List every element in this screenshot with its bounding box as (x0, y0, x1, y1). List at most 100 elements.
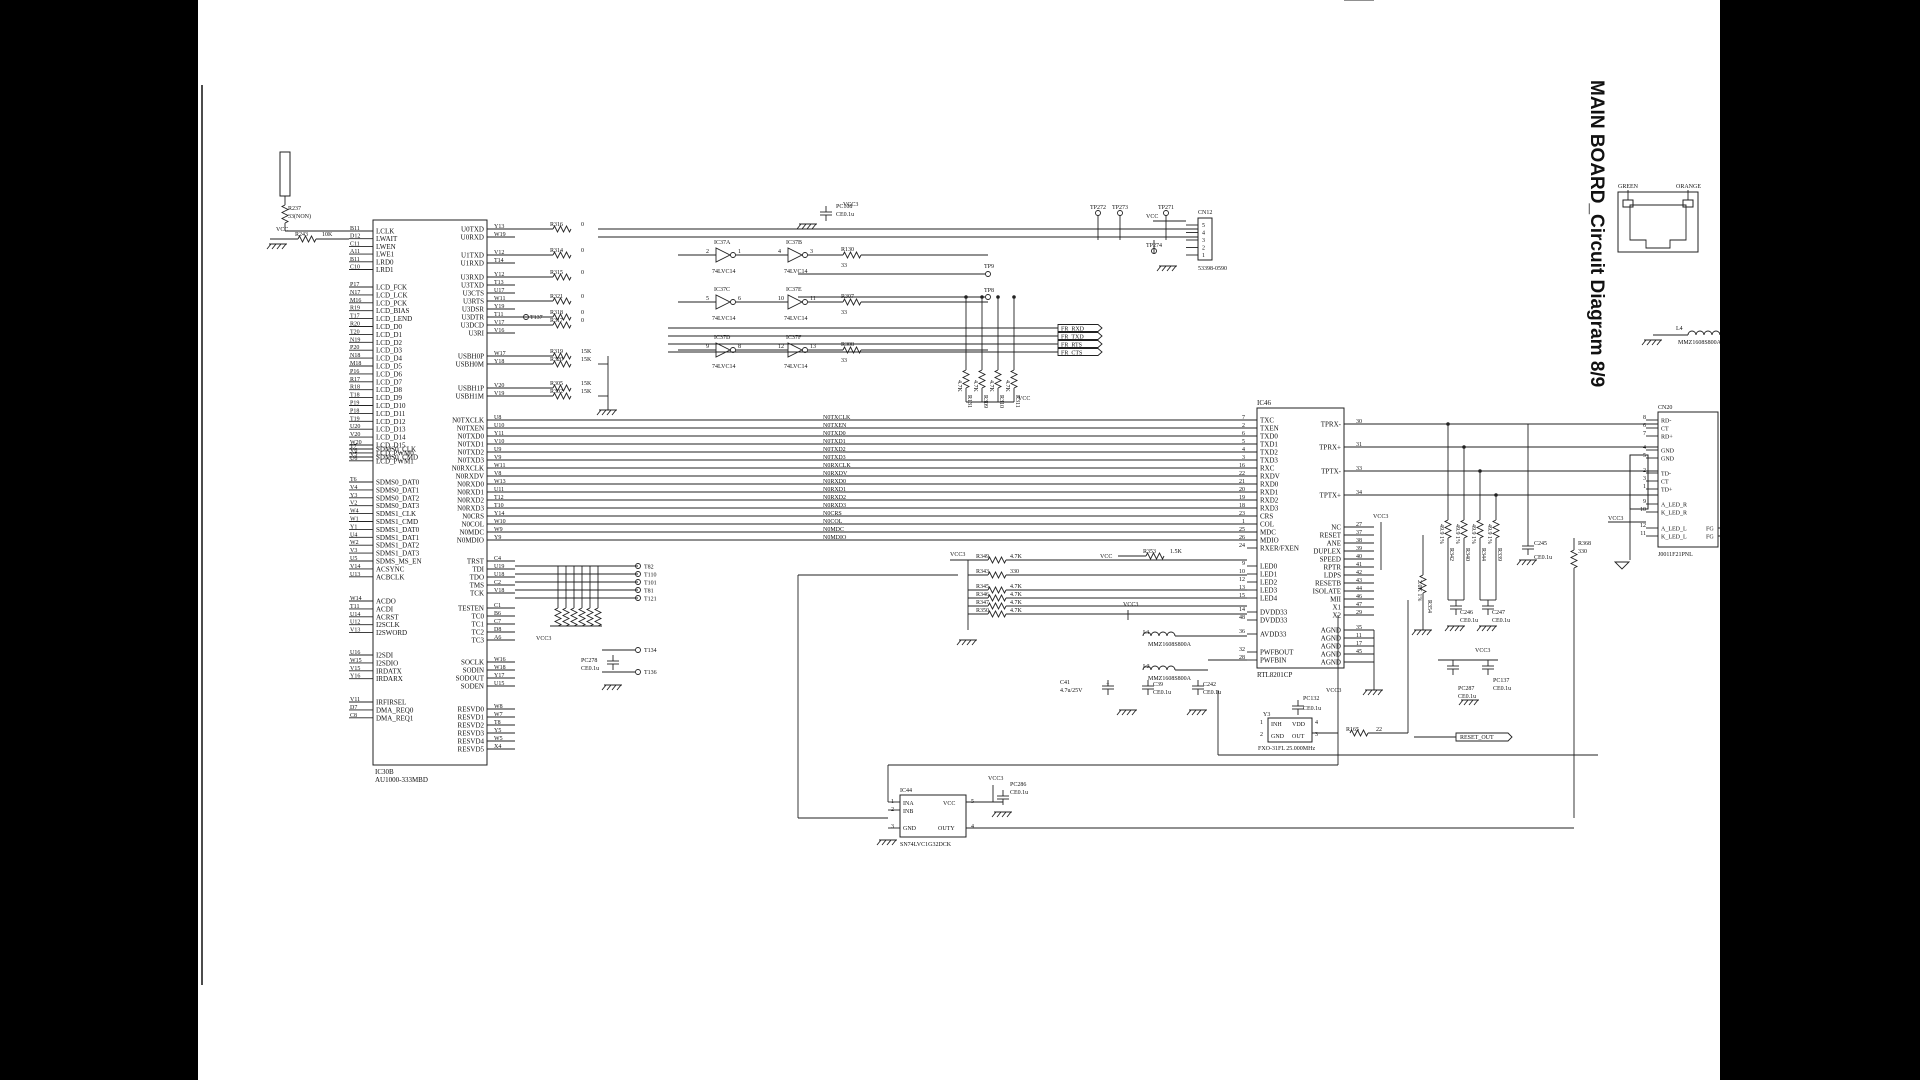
t136-testpoint (635, 669, 641, 675)
serial-resistor (552, 272, 572, 282)
series-33-ref: R308 (841, 342, 854, 348)
t136-label: T136 (644, 670, 657, 676)
jtag-pullup (553, 607, 563, 627)
buffer-ic37d (715, 342, 732, 358)
ic30b-left-ball: U16 (350, 650, 360, 656)
ground-symbol (1156, 265, 1177, 272)
ic30b-left-pin-label: SDMS0_CLK (376, 446, 416, 454)
led-res-val: 4.7K (1010, 600, 1023, 606)
ic30b-left-pin-label: LCD_D14 (376, 434, 406, 442)
ic30b-left-pin-label: DMA_REQ0 (376, 706, 414, 714)
ic30b-right-ball: U9 (494, 447, 501, 453)
buffer-in-pin: 9 (706, 344, 709, 350)
jtag-testpoint (635, 579, 641, 585)
ic30b-right-ball: Y11 (494, 431, 504, 437)
rtl-left-num: 10 (1239, 569, 1245, 575)
term-val: 49.9 1% (1438, 524, 1444, 544)
buffer-in-pin: 2 (706, 249, 709, 255)
ic30b-left-pin-label: IRFIRSEL (376, 699, 406, 707)
rtl-left-pin-label: RXC (1260, 465, 1275, 473)
ic30b-left-pin-label: LWE1 (376, 251, 395, 259)
fr-net-label: FR_RTS (1061, 343, 1082, 349)
fr-net-flag (1057, 340, 1103, 348)
rtl-right-pin-label: SPEED (1320, 556, 1341, 564)
ground-symbol (796, 223, 817, 230)
ic30b-left-pin-label: I2SDI (376, 652, 394, 660)
ic30b-left-ball: N18 (350, 353, 360, 359)
cn20-pin-num: 5 (1643, 453, 1646, 459)
t134-testpoint (635, 647, 641, 653)
buffer-in-pin: 4 (778, 249, 781, 255)
ic30b-right-pin-label: TRST (467, 558, 485, 566)
rtl-left-num: 26 (1239, 535, 1245, 541)
ic30b-left-pin-label: LWAIT (376, 235, 398, 243)
serial-res-ref: R319 (550, 349, 563, 355)
ic30b-right-ball: Y19 (494, 304, 504, 310)
ic30b-right-ball: V8 (494, 471, 501, 477)
ic30b-left-pin-label: DMA_REQ1 (376, 714, 414, 722)
serial-res-val: 0 (581, 270, 584, 276)
ic30b-right-pin-label: N0TXD1 (458, 441, 485, 449)
pullup-resistor (977, 369, 987, 389)
ic30b-right-pin-label: N0TXD0 (458, 433, 485, 441)
led-resistor (987, 555, 1007, 565)
cn20-part: J0011F21PNL (1658, 552, 1693, 558)
rtl-left-num: 7 (1242, 415, 1245, 421)
rtl-right-pin-label: TPRX+ (1319, 444, 1341, 452)
ic30b-left-ball: D7 (350, 705, 357, 711)
rtl-left-num: 12 (1239, 577, 1245, 583)
term-val: 49.9 1% (1454, 524, 1460, 544)
buffer-ref: IC37C (714, 287, 730, 293)
ic30b-left-ball: T19 (350, 416, 360, 422)
ic30b-right-pin-label: RESVD2 (458, 722, 485, 730)
ic30b-left-ball: U5 (350, 556, 357, 562)
buffer-ic37e (787, 294, 804, 310)
net-label: N0RXCLK (823, 463, 851, 469)
osc-pin-label: VDD (1292, 722, 1306, 728)
buffer-part: 74LVC14 (784, 269, 807, 275)
jtag-testpoint (635, 587, 641, 593)
led-res-val: 4.7K (1010, 592, 1023, 598)
ic30b-left-pin-label: LCD_D3 (376, 347, 403, 355)
rtl-right-pin-label: ISOLATE (1313, 588, 1341, 596)
buffer-part: 74LVC14 (712, 269, 735, 275)
ic30b-left-pin-label: LCD_D1 (376, 331, 403, 339)
ic30b-left-pin-label: LCD_D8 (376, 386, 403, 394)
cn20-pin-label: GND (1661, 449, 1675, 455)
ic30b-right-pin-label: TMS (470, 582, 485, 590)
series-33-val: 33 (841, 310, 847, 316)
serial-resistor (552, 383, 572, 393)
ic30b-right-pin-label: N0RXDV (456, 473, 484, 481)
ic30b-left-ball: B11 (350, 257, 360, 263)
power-vcc3-label: VCC3 (1123, 602, 1138, 608)
ic30b-right-pin-label: U3DTR (461, 314, 484, 322)
junction-dot (996, 295, 1000, 299)
ic30b-left-ball: B11 (350, 226, 360, 232)
cn20-pin-label: GND (1661, 457, 1675, 463)
led-orange-indicator (1682, 199, 1694, 208)
pc137-ref: PC137 (1493, 678, 1509, 684)
ic44-pin-num: 4 (971, 824, 974, 830)
testpoint-label: TP274 (1146, 243, 1162, 249)
ic44-pin-label: OUTY (938, 826, 955, 832)
net-label: N0RXD2 (823, 495, 846, 501)
ic30b-right-pin-label: RESVD4 (458, 738, 485, 746)
pullup-ref: R311 (1014, 395, 1020, 408)
pullup-ref: R131 (966, 395, 972, 408)
ic30b-left-ball: Y16 (350, 674, 360, 680)
c245-ref: C245 (1534, 541, 1547, 547)
cn20-pin-label: K_LED_R (1661, 511, 1687, 517)
ic30b-left-ball: V3 (350, 548, 357, 554)
ground-symbol (1411, 629, 1432, 636)
ic30b-right-ball: T8 (494, 720, 501, 726)
cn20-pin-label: TD- (1661, 472, 1671, 478)
series-33-ref: R130 (841, 247, 854, 253)
net-label: N0RXDV (823, 471, 848, 477)
ic44-pin-num: 5 (971, 799, 974, 805)
rtl-left-num: 9 (1242, 561, 1245, 567)
rtl-right-num: 37 (1356, 530, 1362, 536)
net-label: N0TXD1 (823, 439, 846, 445)
r165-ref: R165 (1346, 727, 1359, 733)
cn20-pin-label: CT (1661, 427, 1669, 433)
ic30b-left-pin-label: LCD_PWM1 (376, 457, 414, 465)
